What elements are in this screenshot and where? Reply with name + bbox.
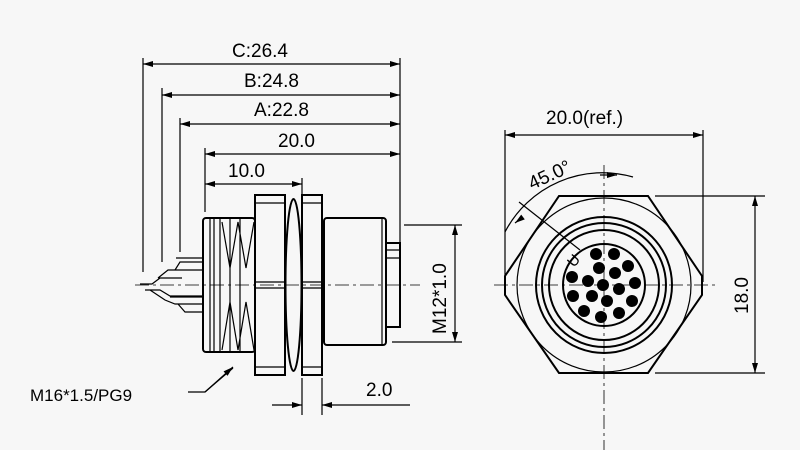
front-sleeve [385, 242, 401, 328]
dim-m12-label: M12*1.0 [430, 263, 451, 334]
contact-pin [622, 260, 634, 272]
m12-extension-lines [392, 224, 462, 343]
dim-angle-label: 45.0° [525, 157, 574, 195]
side-view-dimensions: C:26.4 B:24.8 A:22.8 20.0 10.0 M12*1.0 2… [30, 41, 462, 415]
dim-height-label: 18.0 [732, 277, 753, 314]
contact-pin [567, 290, 579, 302]
contact-pin [608, 248, 620, 260]
dim-2-extension-lines [301, 378, 323, 415]
solder-pins [140, 257, 203, 313]
panel-nut-edges [302, 202, 322, 368]
contact-pin [593, 262, 605, 274]
contact-pin [609, 267, 621, 279]
dim-10-label: 10.0 [228, 161, 265, 182]
dim-a-label: A:22.8 [254, 100, 309, 121]
dim-b-label: B:24.8 [244, 71, 299, 92]
contact-pin [582, 275, 594, 287]
extension-lines [142, 58, 401, 272]
hex-nut-edges [255, 202, 285, 368]
dim-20-label: 20.0 [278, 131, 315, 152]
inner-ring [548, 229, 660, 341]
width-extension-lines [504, 130, 704, 282]
contact-pin [578, 305, 590, 317]
thread-label: M16*1.5/PG9 [30, 386, 132, 405]
panel-nut [301, 194, 323, 376]
dim-c-label: C:26.4 [232, 41, 288, 62]
contact-pin [613, 307, 625, 319]
contact-pin [601, 295, 613, 307]
contact-pin [595, 311, 607, 323]
connector-side-view [135, 194, 420, 376]
dim-width-label: 20.0(ref.) [546, 108, 623, 129]
contact-pin [613, 283, 625, 295]
dim-2-label: 2.0 [366, 380, 392, 401]
angle-arrow-left [514, 214, 525, 224]
middle-ring [541, 222, 667, 348]
height-extension-lines [655, 195, 765, 374]
insert-face [562, 243, 646, 327]
connector-front-view: U [494, 165, 715, 450]
thread-lines [209, 218, 255, 352]
thread-leader-arrow [204, 366, 234, 393]
contact-pin [597, 279, 609, 291]
hex-outline [504, 195, 703, 374]
contact-pin [629, 277, 641, 289]
contact-pins [566, 248, 641, 323]
contact-pin [590, 248, 602, 260]
connector-body [323, 217, 387, 346]
contact-pin [566, 271, 578, 283]
contact-pin [586, 290, 598, 302]
thread-leader-line [188, 367, 234, 393]
hex-chamfer-circle [516, 197, 692, 373]
contact-pin [626, 295, 638, 307]
sleeve-lines [386, 249, 400, 259]
outer-ring [535, 216, 673, 354]
